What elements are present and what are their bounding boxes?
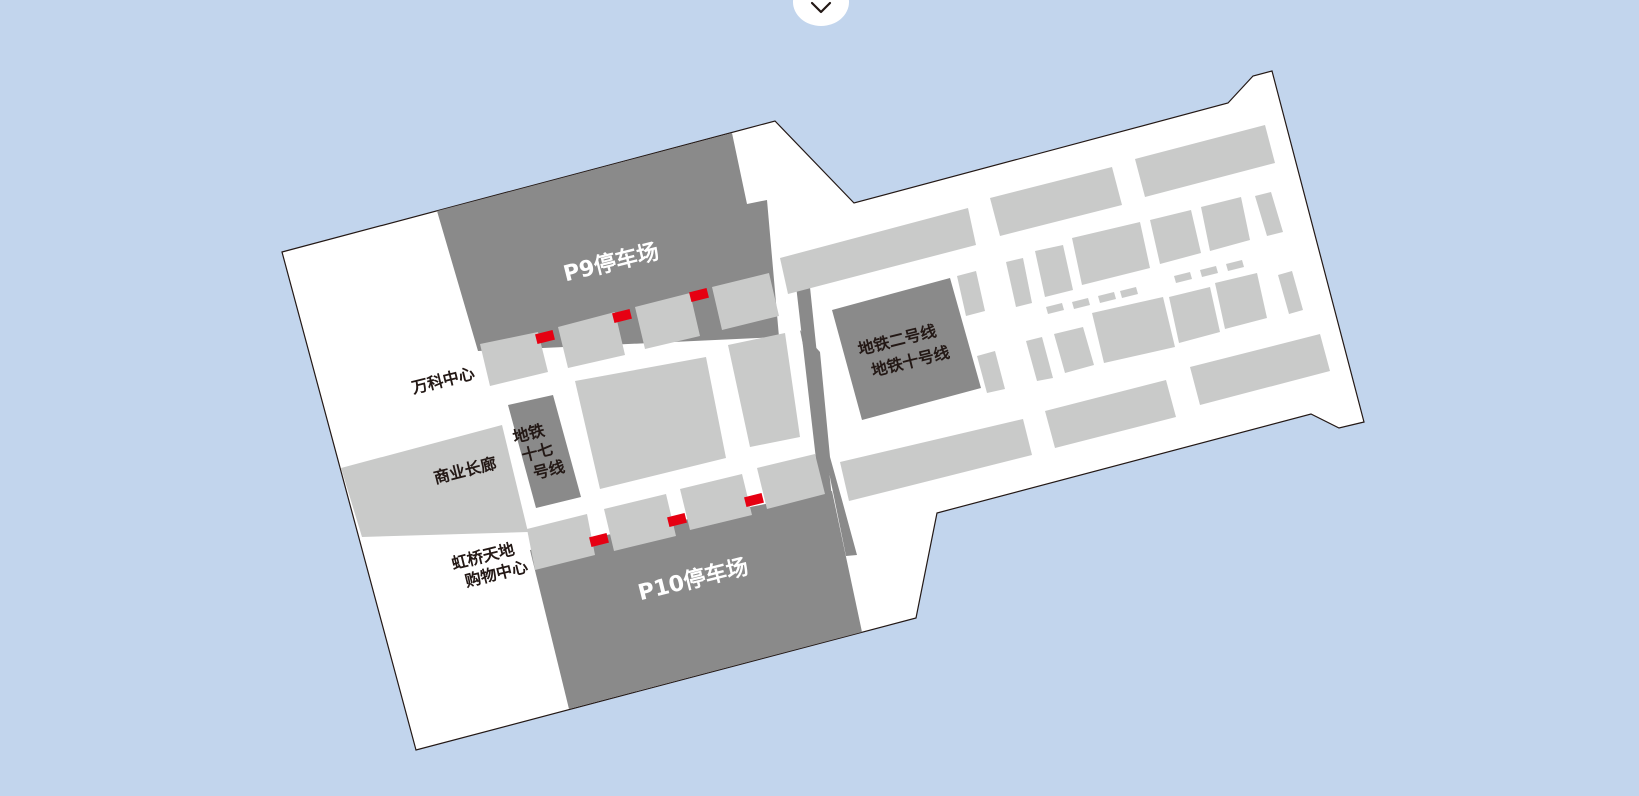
chevron-down-icon (810, 1, 832, 14)
entrance-marker (612, 308, 632, 324)
entrance-marker (535, 329, 555, 345)
metro-2-10-box (832, 278, 981, 420)
entrance-marker (744, 492, 764, 508)
entrance-marker (589, 532, 609, 548)
east-wing-blocks (780, 125, 1330, 501)
entrance-markers (535, 287, 764, 548)
metro-17-box (508, 395, 581, 508)
central-blocks (480, 273, 825, 570)
commercial-corridor-band (341, 425, 528, 537)
entrance-marker (689, 287, 709, 303)
entrance-marker (667, 512, 687, 528)
